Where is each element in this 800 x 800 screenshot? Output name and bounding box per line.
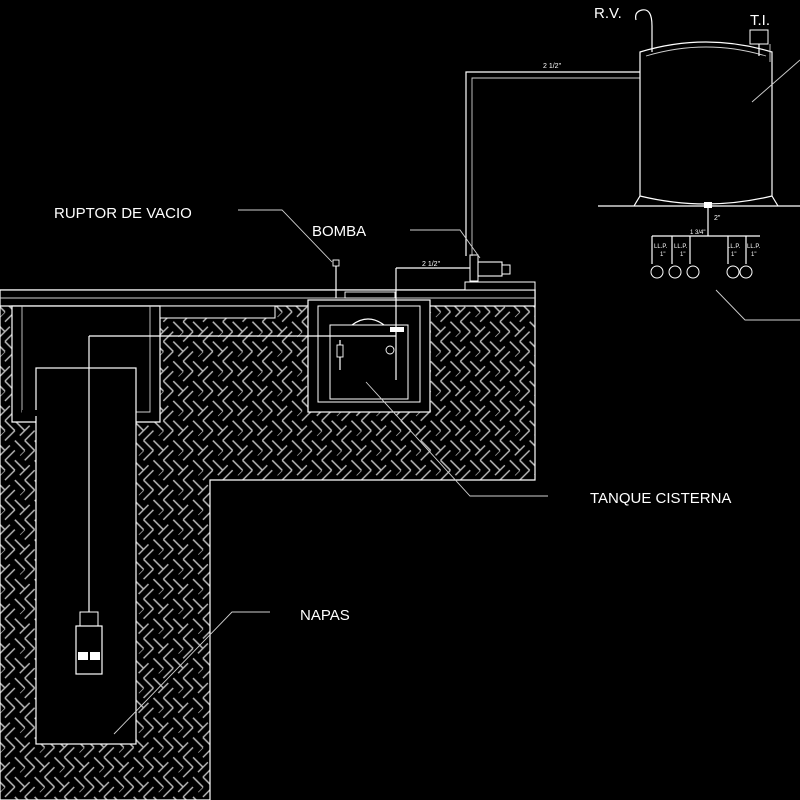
label-ruptor: RUPTOR DE VACIO [54, 205, 192, 222]
leader-lines [113, 209, 548, 735]
outlet-tag-3: LL.P. [727, 244, 741, 250]
label-rv: R.V. [594, 5, 622, 22]
label-napas: NAPAS [300, 607, 350, 624]
distribution-manifold [650, 202, 800, 321]
label-ti: T.I. [750, 12, 770, 29]
outlet-size-4: 1" [751, 252, 756, 258]
surface-pump [332, 254, 536, 298]
outlet-size-2: 1" [680, 252, 685, 258]
outlet-size-3: 1" [731, 252, 736, 258]
well-shaft [22, 367, 137, 745]
dim-pipe-top: 2 1/2" [543, 63, 562, 70]
floor-slab [0, 289, 536, 307]
label-tanque: TANQUE CISTERNA [590, 490, 731, 507]
cistern-pit [307, 291, 431, 413]
outlet-tag-4: LL.P. [747, 244, 761, 250]
outlet-tag-2: LL.P. [674, 244, 688, 250]
outlet-size-1: 1" [660, 252, 665, 258]
submersible-pump [75, 335, 396, 675]
dim-manifold: 1 3/4" [690, 230, 705, 236]
dim-pipe-down: 2" [714, 215, 721, 222]
outlet-tag-1: LL.P. [654, 244, 668, 250]
dim-pipe-pump: 2 1/2" [422, 261, 441, 268]
elevated-tank [598, 9, 800, 207]
riser-pipe [465, 71, 648, 256]
label-bomba: BOMBA [312, 223, 366, 240]
